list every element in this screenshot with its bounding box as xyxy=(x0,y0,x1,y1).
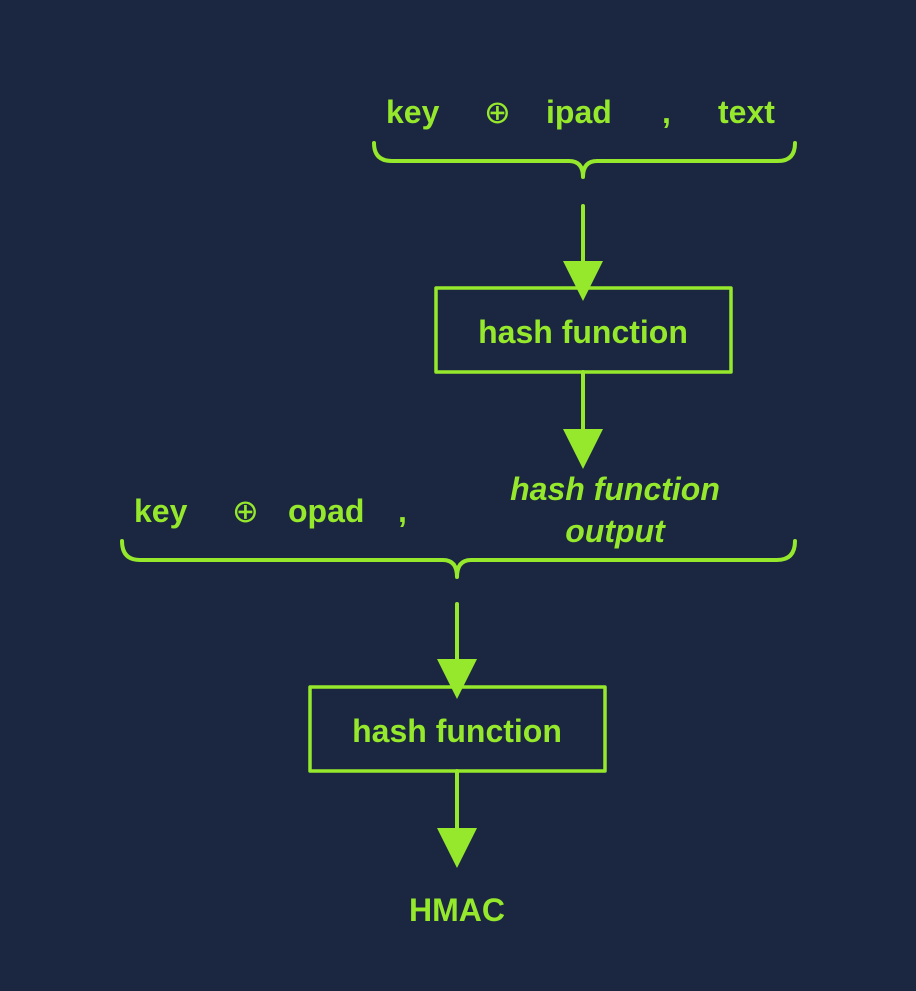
stage2-xor-symbol: ⊕ xyxy=(232,493,259,529)
stage1-brace xyxy=(372,141,797,179)
stage1-xor-symbol: ⊕ xyxy=(484,94,511,130)
stage1-key-text: key xyxy=(386,94,440,130)
stage2-key-text: key xyxy=(134,493,188,529)
hash-output-line2-text: output xyxy=(565,513,666,549)
stage1-ipad-text: ipad xyxy=(546,94,612,130)
stage2-brace xyxy=(120,539,797,579)
stage1-text-text: text xyxy=(718,94,775,130)
stage1-comma-text: , xyxy=(662,94,671,130)
stage2-comma-text: , xyxy=(398,493,407,529)
hash-function-1-label: hash function xyxy=(478,314,688,350)
stage2-opad-text: opad xyxy=(288,493,364,529)
hash-output-line1-text: hash function xyxy=(510,471,720,507)
hmac-result-text: HMAC xyxy=(409,892,505,928)
hash-function-2-label: hash function xyxy=(352,713,562,749)
